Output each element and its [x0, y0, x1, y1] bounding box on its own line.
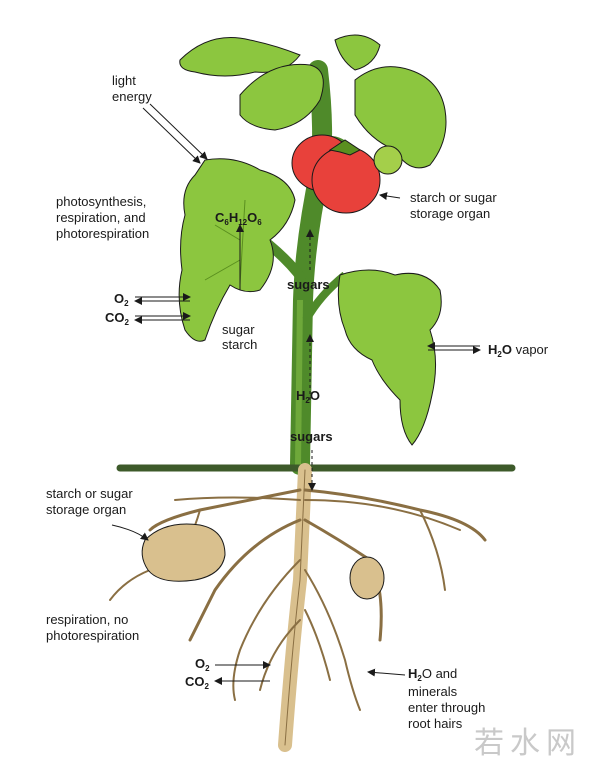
- green-fruit: [373, 145, 403, 175]
- annotation-arrows: [111, 103, 481, 685]
- co2-co: CO: [105, 310, 125, 325]
- tuber-large: [141, 523, 226, 582]
- glucose-c-sub: 6: [224, 218, 229, 227]
- vapor-o: O: [501, 342, 512, 357]
- root-o2-o: O: [195, 656, 206, 671]
- label-sugars-top: sugars: [287, 277, 330, 292]
- stem-h: H: [296, 388, 306, 403]
- label-photorespiration-root: photorespiration: [46, 628, 140, 643]
- label-co2-root: CO2: [185, 674, 209, 691]
- glucose-h-sub: 12: [238, 218, 248, 227]
- left-leaf-veins: [204, 199, 246, 286]
- label-roothair-3: enter through: [408, 700, 486, 715]
- label-o2-root: O2: [195, 656, 210, 673]
- glucose-h: H: [228, 210, 239, 225]
- label-sugar: sugar: [222, 322, 255, 337]
- label-tuber-storage-1: starch or sugar: [46, 486, 133, 501]
- roothair-sub: 2: [417, 674, 422, 683]
- roothair-h: H: [408, 666, 418, 681]
- label-h2o-stem: H2O: [296, 388, 320, 405]
- stem-sub: 2: [305, 396, 310, 405]
- glucose-c: C: [215, 210, 225, 225]
- right-leaf: [337, 269, 442, 446]
- label-o2-leaf: O2: [114, 291, 129, 308]
- left-leaf: [178, 158, 296, 342]
- label-photorespiration: photorespiration: [56, 226, 150, 241]
- label-fruit-storage-1: starch or sugar: [410, 190, 497, 205]
- glucose-o-sub: 6: [257, 218, 262, 227]
- o2-o: O: [114, 291, 125, 306]
- co2-sub: 2: [124, 318, 129, 327]
- label-glucose: C6H12O6: [215, 210, 262, 227]
- label-fruit-storage-2: storage organ: [410, 206, 491, 221]
- label-roothair-2: minerals: [408, 684, 458, 699]
- root-co2-co: CO: [185, 674, 205, 689]
- label-h2o-vapor: H2O vapor: [488, 342, 548, 359]
- tuber-small: [349, 556, 385, 600]
- tomato-sepals: [328, 139, 361, 156]
- label-energy: energy: [112, 89, 152, 104]
- root-o2-sub: 2: [205, 664, 210, 673]
- label-photosynthesis: photosynthesis,: [56, 194, 147, 209]
- stem-highlight: [295, 299, 303, 466]
- top-leaf-center: [239, 63, 324, 131]
- vapor-sub: 2: [497, 350, 502, 359]
- stem: [290, 60, 333, 475]
- top-leaf-right-2: [334, 34, 381, 71]
- vapor-word: vapor: [515, 342, 549, 357]
- label-respiration-no: respiration, no: [46, 612, 129, 627]
- label-starch: starch: [222, 337, 258, 352]
- label-co2-leaf: CO2: [105, 310, 129, 327]
- label-roothair-4: root hairs: [408, 716, 463, 731]
- label-sugars-bottom: sugars: [290, 429, 333, 444]
- watermark: 若水网: [474, 726, 582, 761]
- tomato-front: [311, 146, 381, 214]
- o2-sub: 2: [124, 299, 129, 308]
- root-system: [109, 463, 487, 752]
- label-roothair-1: H2O and: [408, 666, 457, 683]
- roothair-o-and: O and: [421, 666, 458, 681]
- vapor-h: H: [488, 342, 498, 357]
- label-light: light: [112, 73, 136, 88]
- root-co2-sub: 2: [204, 682, 209, 691]
- glucose-o: O: [247, 210, 258, 225]
- stem-o: O: [309, 388, 320, 403]
- label-tuber-storage-2: storage organ: [46, 502, 127, 517]
- label-respiration-and: respiration, and: [56, 210, 146, 225]
